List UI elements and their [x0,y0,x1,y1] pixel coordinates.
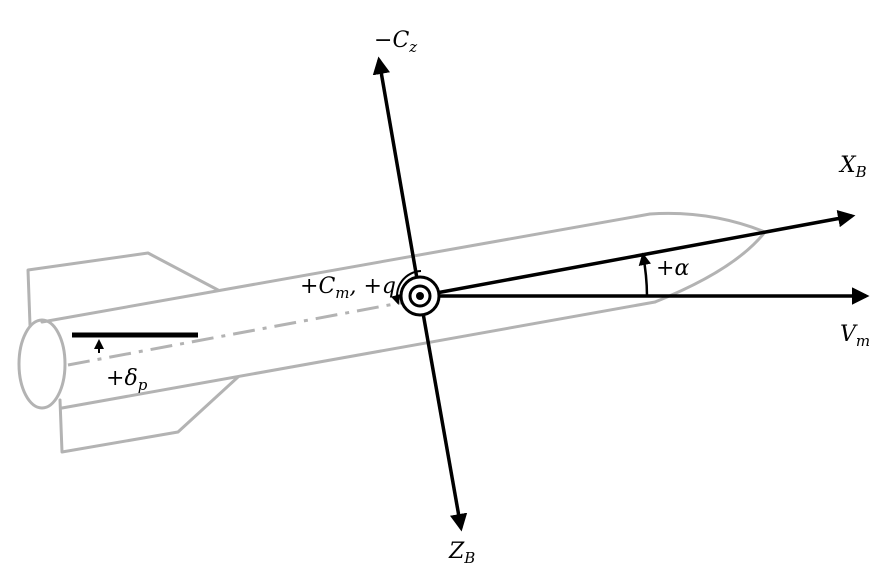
delta-p-prefix: + [106,366,125,391]
zb-sub: B [464,549,476,567]
neg-cz-main: C [392,28,410,53]
xb-main: X [840,153,856,178]
zb-main: Z [449,539,465,564]
alpha-label: +α [656,258,689,280]
cg-dot [416,292,424,300]
vm-label: Vm [840,324,870,349]
neg-cz-prefix: − [374,28,393,53]
xb-axis [419,209,856,298]
cm-main: C [318,274,336,299]
cm-sub: m [335,284,350,302]
delta-p-label: +δp [106,368,147,393]
alpha-main: α [674,256,690,281]
lower-fin [58,375,240,454]
alpha-prefix: + [656,256,675,281]
vm-main: V [840,322,856,347]
vm-sub: m [855,332,871,350]
neg-cz-axis [372,56,422,297]
neg-cz-label: −Cz [374,30,417,55]
q-suffix: , +q [349,274,397,299]
missile-tail-ellipse [17,318,67,410]
zb-axis [418,295,468,532]
delta-p-main: δ [124,366,138,391]
upper-fin [26,251,220,327]
pitch-moment-arc [390,270,422,305]
cm-prefix: + [300,274,319,299]
neg-cz-sub: z [409,38,418,56]
xb-sub: B [855,163,867,181]
alpha-arc [638,252,652,297]
cg-inner-circle [408,284,432,308]
missile-body-top [40,212,652,324]
cm-q-label: +Cm, +q [300,276,396,301]
missile-body-bottom [60,300,657,410]
delta-p-sub: p [137,376,148,394]
xb-label: XB [840,155,867,180]
zb-label: ZB [449,541,475,566]
missile-centerline [67,300,406,367]
